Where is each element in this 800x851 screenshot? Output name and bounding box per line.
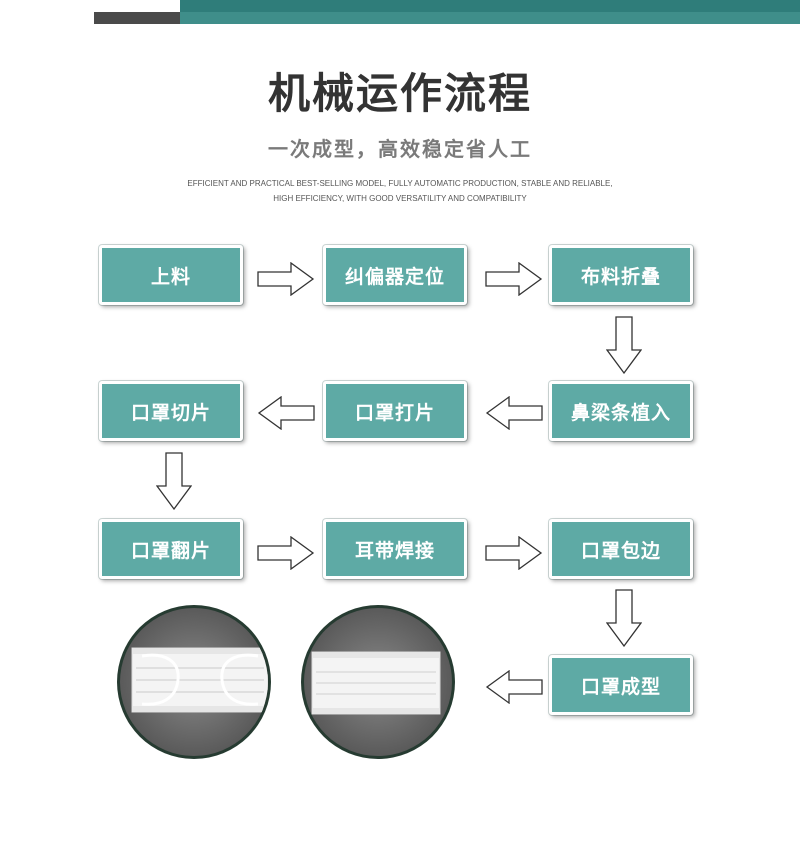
arrow-left-icon (485, 670, 543, 704)
english-line-2: HIGH EFFICIENCY, WITH GOOD VERSATILITY A… (273, 194, 527, 203)
step-deviation-positioning: 纠偏器定位 (323, 245, 467, 305)
arrow-down-icon (606, 589, 642, 647)
arrow-right-icon (485, 536, 543, 570)
step-nose-wire-insertion: 鼻梁条植入 (549, 381, 693, 441)
arrow-down-icon (606, 316, 642, 374)
step-ear-loop-welding: 耳带焊接 (323, 519, 467, 579)
mask-with-ear-loops-photo (117, 605, 271, 759)
arrow-right-icon (257, 536, 315, 570)
step-fabric-folding: 布料折叠 (549, 245, 693, 305)
english-line-1: EFFICIENT AND PRACTICAL BEST-SELLING MOD… (187, 179, 613, 188)
arrow-right-icon (485, 262, 543, 296)
step-mask-forming: 口罩成型 (549, 655, 693, 715)
arrow-left-icon (257, 396, 315, 430)
arrow-down-icon (156, 452, 192, 510)
step-mask-edge-binding: 口罩包边 (549, 519, 693, 579)
step-loading: 上料 (99, 245, 243, 305)
step-mask-flipping: 口罩翻片 (99, 519, 243, 579)
step-mask-pressing: 口罩打片 (323, 381, 467, 441)
arrow-left-icon (485, 396, 543, 430)
page-subtitle: 一次成型，高效稳定省人工 (268, 137, 532, 161)
arrow-right-icon (257, 262, 315, 296)
flat-mask-photo (301, 605, 455, 759)
step-mask-cutting: 口罩切片 (99, 381, 243, 441)
top-accent-bar-edge (180, 12, 800, 24)
page-title: 机械运作流程 (267, 69, 532, 118)
english-description: EFFICIENT AND PRACTICAL BEST-SELLING MOD… (150, 176, 650, 206)
top-dark-bar (94, 12, 180, 24)
